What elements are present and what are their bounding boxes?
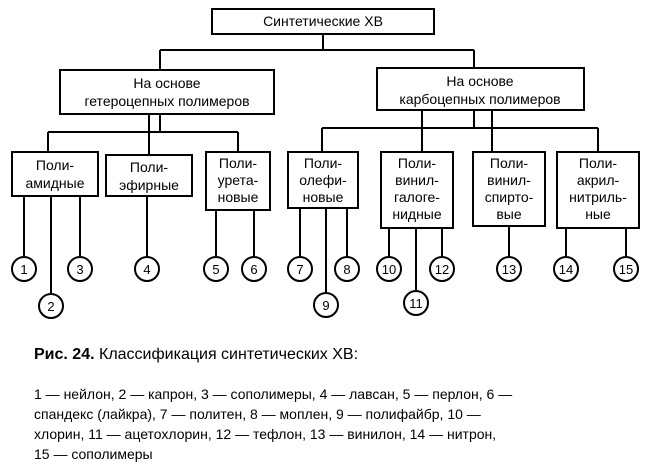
class-polyester-line2: эфирные bbox=[119, 177, 179, 193]
class-polyurethane-line2: урета- bbox=[218, 172, 259, 188]
number-label-11: 11 bbox=[409, 296, 423, 311]
number-circle-4 bbox=[134, 256, 160, 282]
class-polyvinylalcohol-line3: спирто- bbox=[485, 189, 534, 205]
class-polyurethane-line3: новые bbox=[218, 189, 259, 205]
class-polyvinylalcohol-line2: винил- bbox=[487, 172, 531, 188]
number-circle-15 bbox=[613, 256, 639, 282]
branch-box-hetero bbox=[59, 69, 275, 115]
number-circle-1 bbox=[11, 256, 37, 282]
class-polyacrylonitrile-line4: ные bbox=[585, 206, 611, 222]
root-label: Синтетические ХВ bbox=[263, 13, 383, 29]
legend-line: спандекс (лайкра), 7 — политен, 8 — мопл… bbox=[34, 406, 481, 422]
number-label-1: 1 bbox=[20, 262, 27, 277]
number-circle-13 bbox=[496, 256, 522, 282]
number-circle-5 bbox=[203, 256, 229, 282]
class-box-polyurethane bbox=[205, 151, 271, 211]
number-circle-14 bbox=[553, 256, 579, 282]
class-box-polyester bbox=[105, 154, 193, 197]
class-box-polyolefin bbox=[287, 151, 359, 209]
number-circle-10 bbox=[376, 256, 402, 282]
class-polyvinylhalide-line4: нидные bbox=[392, 206, 442, 222]
number-circle-2 bbox=[38, 293, 64, 319]
number-circles: 1 2 3 4 5 6 7 9 8 10 11 12 13 14 15 bbox=[11, 256, 639, 319]
class-polyurethane-line1: Поли- bbox=[219, 155, 258, 171]
class-polyolefin-line2: олефи- bbox=[299, 172, 347, 188]
number-label-14: 14 bbox=[559, 262, 573, 277]
figure-caption: Рис. 24. Классификация синтетических ХВ: bbox=[34, 346, 634, 364]
branch-hetero-line2: гетероцепных полимеров bbox=[84, 93, 249, 109]
class-box-polyvinylhalide bbox=[380, 151, 454, 229]
class-polyvinylhalide-line3: галоге- bbox=[394, 189, 440, 205]
figure-title: Классификация синтетических ХВ: bbox=[99, 346, 359, 363]
classification-diagram: Синтетические ХВ На основе гетероцепных … bbox=[11, 8, 640, 319]
class-polyolefin-line3: новые bbox=[303, 189, 344, 205]
class-polyvinylhalide-line1: Поли- bbox=[398, 155, 437, 171]
class-box-polyvinylalcohol bbox=[472, 151, 546, 227]
class-polyvinylhalide-line2: винил- bbox=[395, 172, 439, 188]
class-box-polyamide bbox=[11, 151, 99, 197]
class-polyester-line1: Поли- bbox=[130, 159, 169, 175]
legend-line: 15 — сополимеры bbox=[34, 446, 153, 462]
legend-line: 1 — нейлон, 2 — капрон, 3 — сополимеры, … bbox=[34, 386, 513, 402]
branch-hetero-line1: На основе bbox=[133, 75, 200, 91]
class-polyacrylonitrile-line3: нитриль- bbox=[569, 189, 627, 205]
number-label-6: 6 bbox=[250, 262, 257, 277]
number-circle-12 bbox=[429, 256, 455, 282]
class-box-polyacrylonitrile bbox=[556, 151, 640, 229]
class-polyacrylonitrile-line2: акрил- bbox=[577, 172, 620, 188]
class-polyolefin-line1: Поли- bbox=[304, 155, 343, 171]
root-box bbox=[211, 8, 435, 35]
class-polyamide-line2: амидные bbox=[26, 175, 85, 191]
number-label-8: 8 bbox=[343, 262, 350, 277]
number-label-4: 4 bbox=[143, 262, 150, 277]
number-label-10: 10 bbox=[382, 262, 396, 277]
number-label-7: 7 bbox=[296, 262, 303, 277]
number-circle-7 bbox=[287, 256, 313, 282]
number-label-3: 3 bbox=[76, 262, 83, 277]
branch-carbo-line1: На основе bbox=[446, 73, 513, 89]
number-label-9: 9 bbox=[322, 298, 329, 313]
number-circle-11 bbox=[403, 290, 429, 316]
class-polyamide-line1: Поли- bbox=[36, 157, 75, 173]
number-label-12: 12 bbox=[435, 262, 449, 277]
branch-box-carbo bbox=[376, 67, 585, 111]
number-label-15: 15 bbox=[619, 262, 633, 277]
class-polyacrylonitrile-line1: Поли- bbox=[579, 155, 618, 171]
number-circle-3 bbox=[67, 256, 93, 282]
number-circle-9 bbox=[313, 292, 339, 318]
legend-line: хлорин, 11 — ацетохлорин, 12 — тефлон, 1… bbox=[34, 426, 497, 442]
class-polyvinylalcohol-line4: вые bbox=[496, 206, 522, 222]
figure-label: Рис. 24. bbox=[34, 346, 95, 363]
number-circle-8 bbox=[334, 256, 360, 282]
number-label-5: 5 bbox=[212, 262, 219, 277]
figure-legend: 1 — нейлон, 2 — капрон, 3 — сополимеры, … bbox=[34, 384, 634, 464]
connectors bbox=[23, 34, 627, 293]
number-label-13: 13 bbox=[502, 262, 516, 277]
branch-carbo-line2: карбоцепных полимеров bbox=[399, 91, 560, 107]
class-polyvinylalcohol-line1: Поли- bbox=[490, 155, 529, 171]
number-circle-6 bbox=[241, 256, 267, 282]
number-label-2: 2 bbox=[47, 299, 54, 314]
